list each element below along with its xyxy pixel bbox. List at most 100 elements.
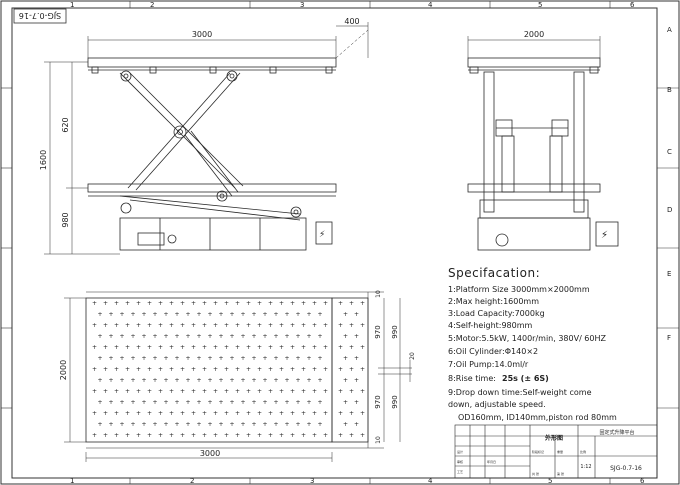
plate-cross-mark: + (312, 388, 317, 395)
plate-cross-mark: + (318, 421, 323, 428)
plate-cross-mark: + (263, 355, 268, 362)
plate-cross-mark: + (147, 322, 152, 329)
plate-cross-mark: + (296, 355, 301, 362)
plate-cross-mark: + (131, 355, 136, 362)
dim-gap: 20 (409, 352, 416, 360)
plate-cross-mark: + (114, 410, 119, 417)
plate-cross-mark: + (153, 421, 158, 428)
plate-cross-mark: + (235, 322, 240, 329)
plate-cross-mark: + (120, 399, 125, 406)
plate-cross-mark: + (230, 355, 235, 362)
plate-cross-mark: + (109, 311, 114, 318)
plate-cross-mark: + (246, 322, 251, 329)
plate-cross-mark: + (301, 322, 306, 329)
plate-cross-mark: + (307, 333, 312, 340)
plate-cross-mark: + (175, 377, 180, 384)
zone-number-top: 3 (300, 1, 304, 9)
plate-cross-mark: + (241, 355, 246, 362)
plate-cross-mark: + (354, 377, 359, 384)
plate-cross-mark: + (158, 366, 163, 373)
plate-cross-mark: + (147, 388, 152, 395)
plate-cross-mark: + (349, 410, 354, 417)
plate-cross-mark: + (279, 432, 284, 439)
plate-cross-mark: + (285, 355, 290, 362)
plate-cross-mark: + (213, 344, 218, 351)
plate-cross-mark: + (318, 399, 323, 406)
plate-cross-mark: + (114, 388, 119, 395)
plate-cross-mark: + (257, 366, 262, 373)
plate-cross-mark: + (186, 377, 191, 384)
plate-cross-mark: + (131, 399, 136, 406)
plate-cross-mark: + (103, 322, 108, 329)
plate-cross-mark: + (120, 333, 125, 340)
plate-cross-mark: + (136, 344, 141, 351)
plate-cross-mark: + (175, 399, 180, 406)
plate-cross-mark: + (290, 410, 295, 417)
plate-cross-mark: + (360, 344, 365, 351)
plate-cross-mark: + (164, 355, 169, 362)
plate-cross-mark: + (114, 322, 119, 329)
plate-cross-mark: + (114, 344, 119, 351)
plate-cross-mark: + (338, 344, 343, 351)
title-block-name: 外形图 (544, 434, 563, 442)
plate-cross-mark: + (230, 311, 235, 318)
plate-cross-mark: + (92, 344, 97, 351)
title-block-fine-text: 设计 审核 工艺 年月日 阶段标记 重量 比例 共 张 第 张 (457, 449, 586, 476)
plate-cross-mark: + (274, 377, 279, 384)
plate-cross-mark: + (142, 355, 147, 362)
zone-number-bottom: 3 (310, 477, 314, 485)
plate-cross-mark: + (279, 366, 284, 373)
plate-cross-mark: + (136, 432, 141, 439)
zone-number-top: 1 (70, 1, 74, 9)
plate-cross-mark: + (208, 311, 213, 318)
zone-letter: A (667, 26, 672, 34)
drawing-code-label: SJG-0.7-16 (19, 11, 61, 20)
dim-overhang: 400 (344, 17, 359, 26)
svg-text:阶段标记: 阶段标记 (532, 449, 544, 454)
plate-cross-mark: + (257, 410, 262, 417)
plate-cross-mark: + (224, 366, 229, 373)
dim-half-b: 970 (374, 395, 382, 408)
plate-cross-mark: + (343, 355, 348, 362)
plate-cross-mark: + (92, 432, 97, 439)
plate-cross-mark: + (252, 377, 257, 384)
plate-cross-mark: + (290, 432, 295, 439)
plate-cross-mark: + (360, 322, 365, 329)
plate-cross-mark: + (142, 377, 147, 384)
svg-text:工艺: 工艺 (457, 469, 463, 474)
zone-letter: C (667, 148, 672, 156)
plate-cross-mark: + (360, 300, 365, 307)
zone-letter: F (667, 334, 671, 342)
plate-cross-mark: + (279, 410, 284, 417)
plate-cross-mark: + (131, 333, 136, 340)
zone-number-bottom: 5 (548, 477, 552, 485)
plate-cross-mark: + (307, 311, 312, 318)
plate-cross-mark: + (235, 366, 240, 373)
plate-cross-mark: + (219, 399, 224, 406)
plate-cross-mark: + (136, 300, 141, 307)
dim-half-a: 970 (374, 325, 382, 338)
spec-cylinder-line: OD160mm, ID140mm,piston rod 80mm (458, 413, 617, 422)
plate-cross-mark: + (263, 421, 268, 428)
scissor-arm (119, 72, 236, 189)
plate-cross-mark: + (301, 366, 306, 373)
plate-cross-mark: + (296, 311, 301, 318)
plate-cross-mark: + (230, 377, 235, 384)
plate-cross-mark: + (360, 410, 365, 417)
spec-line: 5:Motor:5.5kW, 1400r/min, 380V/ 60HZ (448, 334, 607, 343)
spec-drop-line: 9:Drop down time:Self-weight come (448, 388, 592, 397)
plate-cross-mark: + (219, 333, 224, 340)
plate-cross-mark: + (208, 399, 213, 406)
end-base (477, 217, 591, 251)
plate-cross-mark: + (323, 344, 328, 351)
plate-cross-mark: + (213, 322, 218, 329)
plate-cross-mark: + (230, 333, 235, 340)
plate-cross-mark: + (349, 432, 354, 439)
plate-cross-mark: + (323, 388, 328, 395)
plate-cross-mark: + (354, 333, 359, 340)
plate-cross-mark: + (323, 410, 328, 417)
spec-rise-value: 25s (± 6S) (502, 374, 549, 383)
plate-cross-mark: + (169, 366, 174, 373)
dim-upper-height: 620 (61, 117, 70, 132)
plate-cross-mark: + (224, 300, 229, 307)
